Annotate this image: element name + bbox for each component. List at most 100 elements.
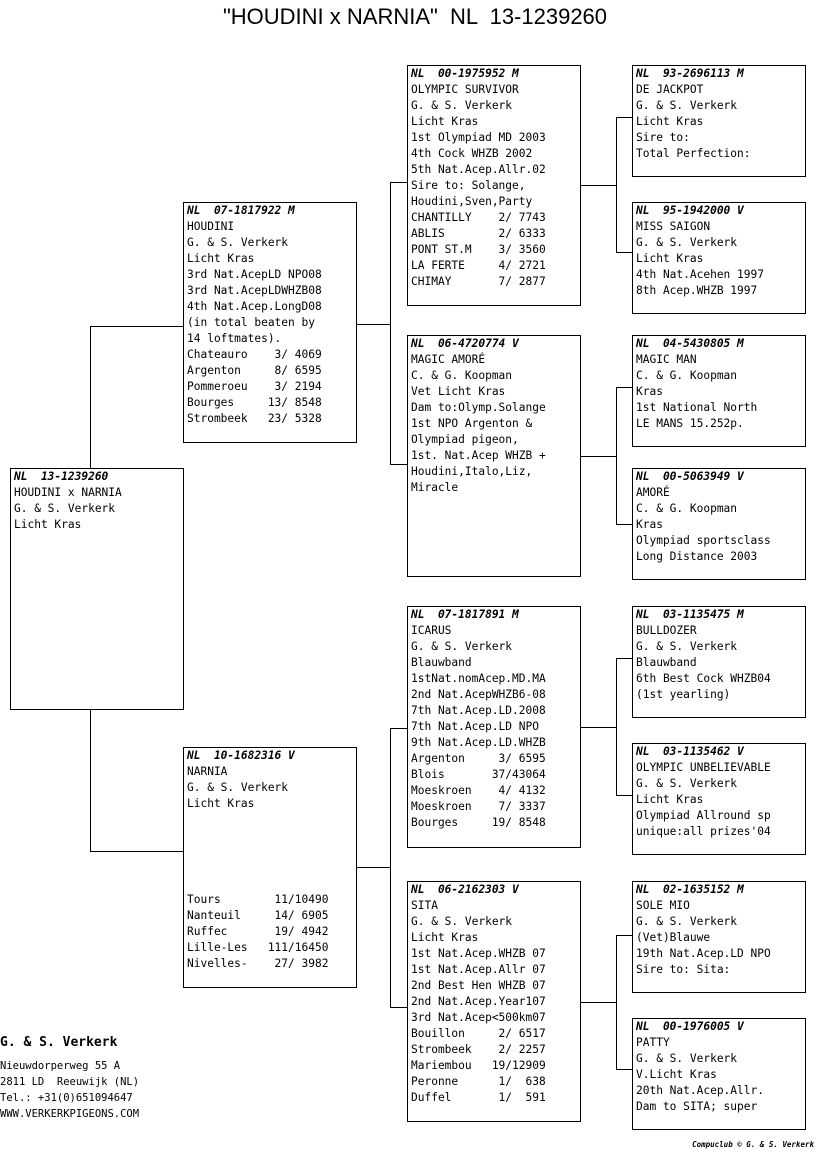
pigeon-info-line: Dam to SITA; super	[636, 1100, 758, 1113]
pigeon-info-line: 20th Nat.Acep.Allr.	[636, 1084, 764, 1097]
connector-line	[581, 1002, 616, 1003]
pigeon-name: SOLE MIO	[636, 899, 690, 912]
pigeon-info-line: Pommeroeu 3/ 2194	[187, 380, 322, 393]
pigeon-info-line: Olympiad sportsclass	[636, 534, 771, 547]
ring-number: NL 00-1976005 V	[636, 1020, 744, 1033]
pigeon-info-line: Total Perfection:	[636, 147, 751, 160]
pigeon-info-line: G. & S. Verkerk	[636, 99, 738, 112]
pigeon-info-line: 4th Nat.Acep.LongD08	[187, 300, 322, 313]
pigeon-info-line: CHIMAY 7/ 2877	[411, 275, 546, 288]
pigeon-info-line: Licht Kras	[636, 252, 704, 265]
ring-number: NL 00-5063949 V	[636, 470, 744, 483]
pigeon-info-line: 1stNat.nomAcep.MD.MA	[411, 672, 546, 685]
pigeon-info-line	[187, 860, 356, 876]
connector-line	[90, 326, 91, 468]
connector-line	[616, 117, 617, 252]
pigeon-info-line: Bouillon 2/ 6517	[411, 1027, 546, 1040]
pigeon-info-line: 1st. Nat.Acep WHZB +	[411, 449, 546, 462]
pigeon-info-line: 3rd Nat.AcepLD NPO08	[187, 268, 322, 281]
connector-line	[90, 851, 183, 852]
connector-line	[390, 1007, 407, 1008]
connector-line	[616, 935, 617, 1069]
pigeon-info-line: 7th Nat.Acep.LD.2008	[411, 704, 546, 717]
pigeon-info-line: ABLIS 2/ 6333	[411, 227, 546, 240]
pigeon-info-line: Licht Kras	[411, 115, 479, 128]
connector-line	[616, 658, 632, 659]
pigeon-info-line: Licht Kras	[187, 252, 255, 265]
pigeon-info-line: Ruffec 19/ 4942	[187, 925, 329, 938]
pigeon-info-line: Lille-Les 111/16450	[187, 941, 329, 954]
pigeon-info-line: 5th Nat.Acep.Allr.02	[411, 163, 546, 176]
pigeon-info-line: Sire to: Solange,	[411, 179, 526, 192]
pigeon-info-line: 3rd Nat.AcepLDWHZB08	[187, 284, 322, 297]
pigeon-info-line: Licht Kras	[14, 518, 82, 531]
pigeon-info-line: Olympiad Allround sp	[636, 809, 771, 822]
pigeon-info-line	[187, 812, 356, 828]
breeder-name: G. & S. Verkerk	[0, 1035, 118, 1050]
pigeon-name: SITA	[411, 899, 438, 912]
ring-number: NL 93-2696113 M	[636, 67, 744, 80]
pigeon-info-line: Peronne 1/ 638	[411, 1075, 546, 1088]
pigeon-info-line	[187, 876, 356, 892]
website-line: WWW.VERKERKPIGEONS.COM	[0, 1108, 140, 1120]
pigeon-info-line	[187, 844, 356, 860]
connector-line	[390, 728, 391, 1007]
pigeon-info-line: G. & S. Verkerk	[636, 1052, 738, 1065]
pigeon-info-line: unique:all prizes'04	[636, 825, 771, 838]
connector-line	[616, 935, 632, 936]
pigeon-name: OLYMPIC UNBELIEVABLE	[636, 761, 771, 774]
pigeon-info-line: Moeskroen 4/ 4132	[411, 784, 546, 797]
connector-line	[581, 456, 616, 457]
pigeon-info-line: C. & G. Koopman	[411, 369, 513, 382]
pigeon-info-line: Mariembou 19/12909	[411, 1059, 546, 1072]
ring-number: NL 03-1135475 M	[636, 608, 744, 621]
pigeon-info-line: Duffel 1/ 591	[411, 1091, 546, 1104]
pigeon-info-line: V.Licht Kras	[636, 1068, 717, 1081]
pigeon-info-line: PONT ST.M 3/ 3560	[411, 243, 546, 256]
pigeon-info-line: Strombeek 23/ 5328	[187, 412, 322, 425]
pigeon-name: ICARUS	[411, 624, 452, 637]
pigeon-info-line: Argenton 8/ 6595	[187, 364, 322, 377]
connector-line	[581, 727, 616, 728]
pigeon-info-line: Moeskroen 7/ 3337	[411, 800, 546, 813]
pigeon-info-line: Licht Kras	[636, 115, 704, 128]
pigeon-info-line: G. & S. Verkerk	[636, 236, 738, 249]
pigeon-info-line: Blauwband	[411, 656, 472, 669]
pigeon-info-line: 1st Olympiad MD 2003	[411, 131, 546, 144]
ring-number: NL 06-4720774 V	[411, 337, 519, 350]
connector-line	[616, 387, 617, 524]
pigeon-info-line: Miracle	[411, 481, 459, 494]
pigeon-info-line: G. & S. Verkerk	[411, 915, 513, 928]
pigeon-info-line: G. & S. Verkerk	[187, 781, 289, 794]
pigeon-info-line: CHANTILLY 2/ 7743	[411, 211, 546, 224]
pigeon-info-line: 19th Nat.Acep.LD NPO	[636, 947, 771, 960]
pigeon-info-line: Bourges 19/ 8548	[411, 816, 546, 829]
pigeon-name: MAGIC MAN	[636, 353, 697, 366]
pigeon-info-line: Bourges 13/ 8548	[187, 396, 322, 409]
pigeon-name: HOUDINI	[187, 220, 235, 233]
connector-line	[581, 185, 616, 186]
pigeon-info-line: Kras	[636, 518, 663, 531]
pigeon-info-line: Houdini,Italo,Liz,	[411, 465, 533, 478]
connector-line	[90, 326, 183, 327]
ring-number: NL 07-1817922 M	[187, 204, 295, 217]
city-line: 2811 LD Reeuwijk (NL)	[0, 1076, 140, 1088]
pigeon-info-line: LE MANS 15.252p.	[636, 417, 744, 430]
ring-number: NL 13-1239260	[14, 470, 109, 483]
pigeon-info-line: Chateauro 3/ 4069	[187, 348, 322, 361]
pigeon-info-line: Licht Kras	[411, 931, 479, 944]
pigeon-info-line: LA FERTE 4/ 2721	[411, 259, 546, 272]
connector-line	[357, 867, 390, 868]
connector-line	[616, 1069, 632, 1070]
pigeon-name: AMORÉ	[636, 486, 670, 499]
pigeon-name: NARNIA	[187, 765, 228, 778]
connector-line	[616, 252, 632, 253]
ring-number: NL 95-1942000 V	[636, 204, 744, 217]
connector-line	[357, 324, 390, 325]
